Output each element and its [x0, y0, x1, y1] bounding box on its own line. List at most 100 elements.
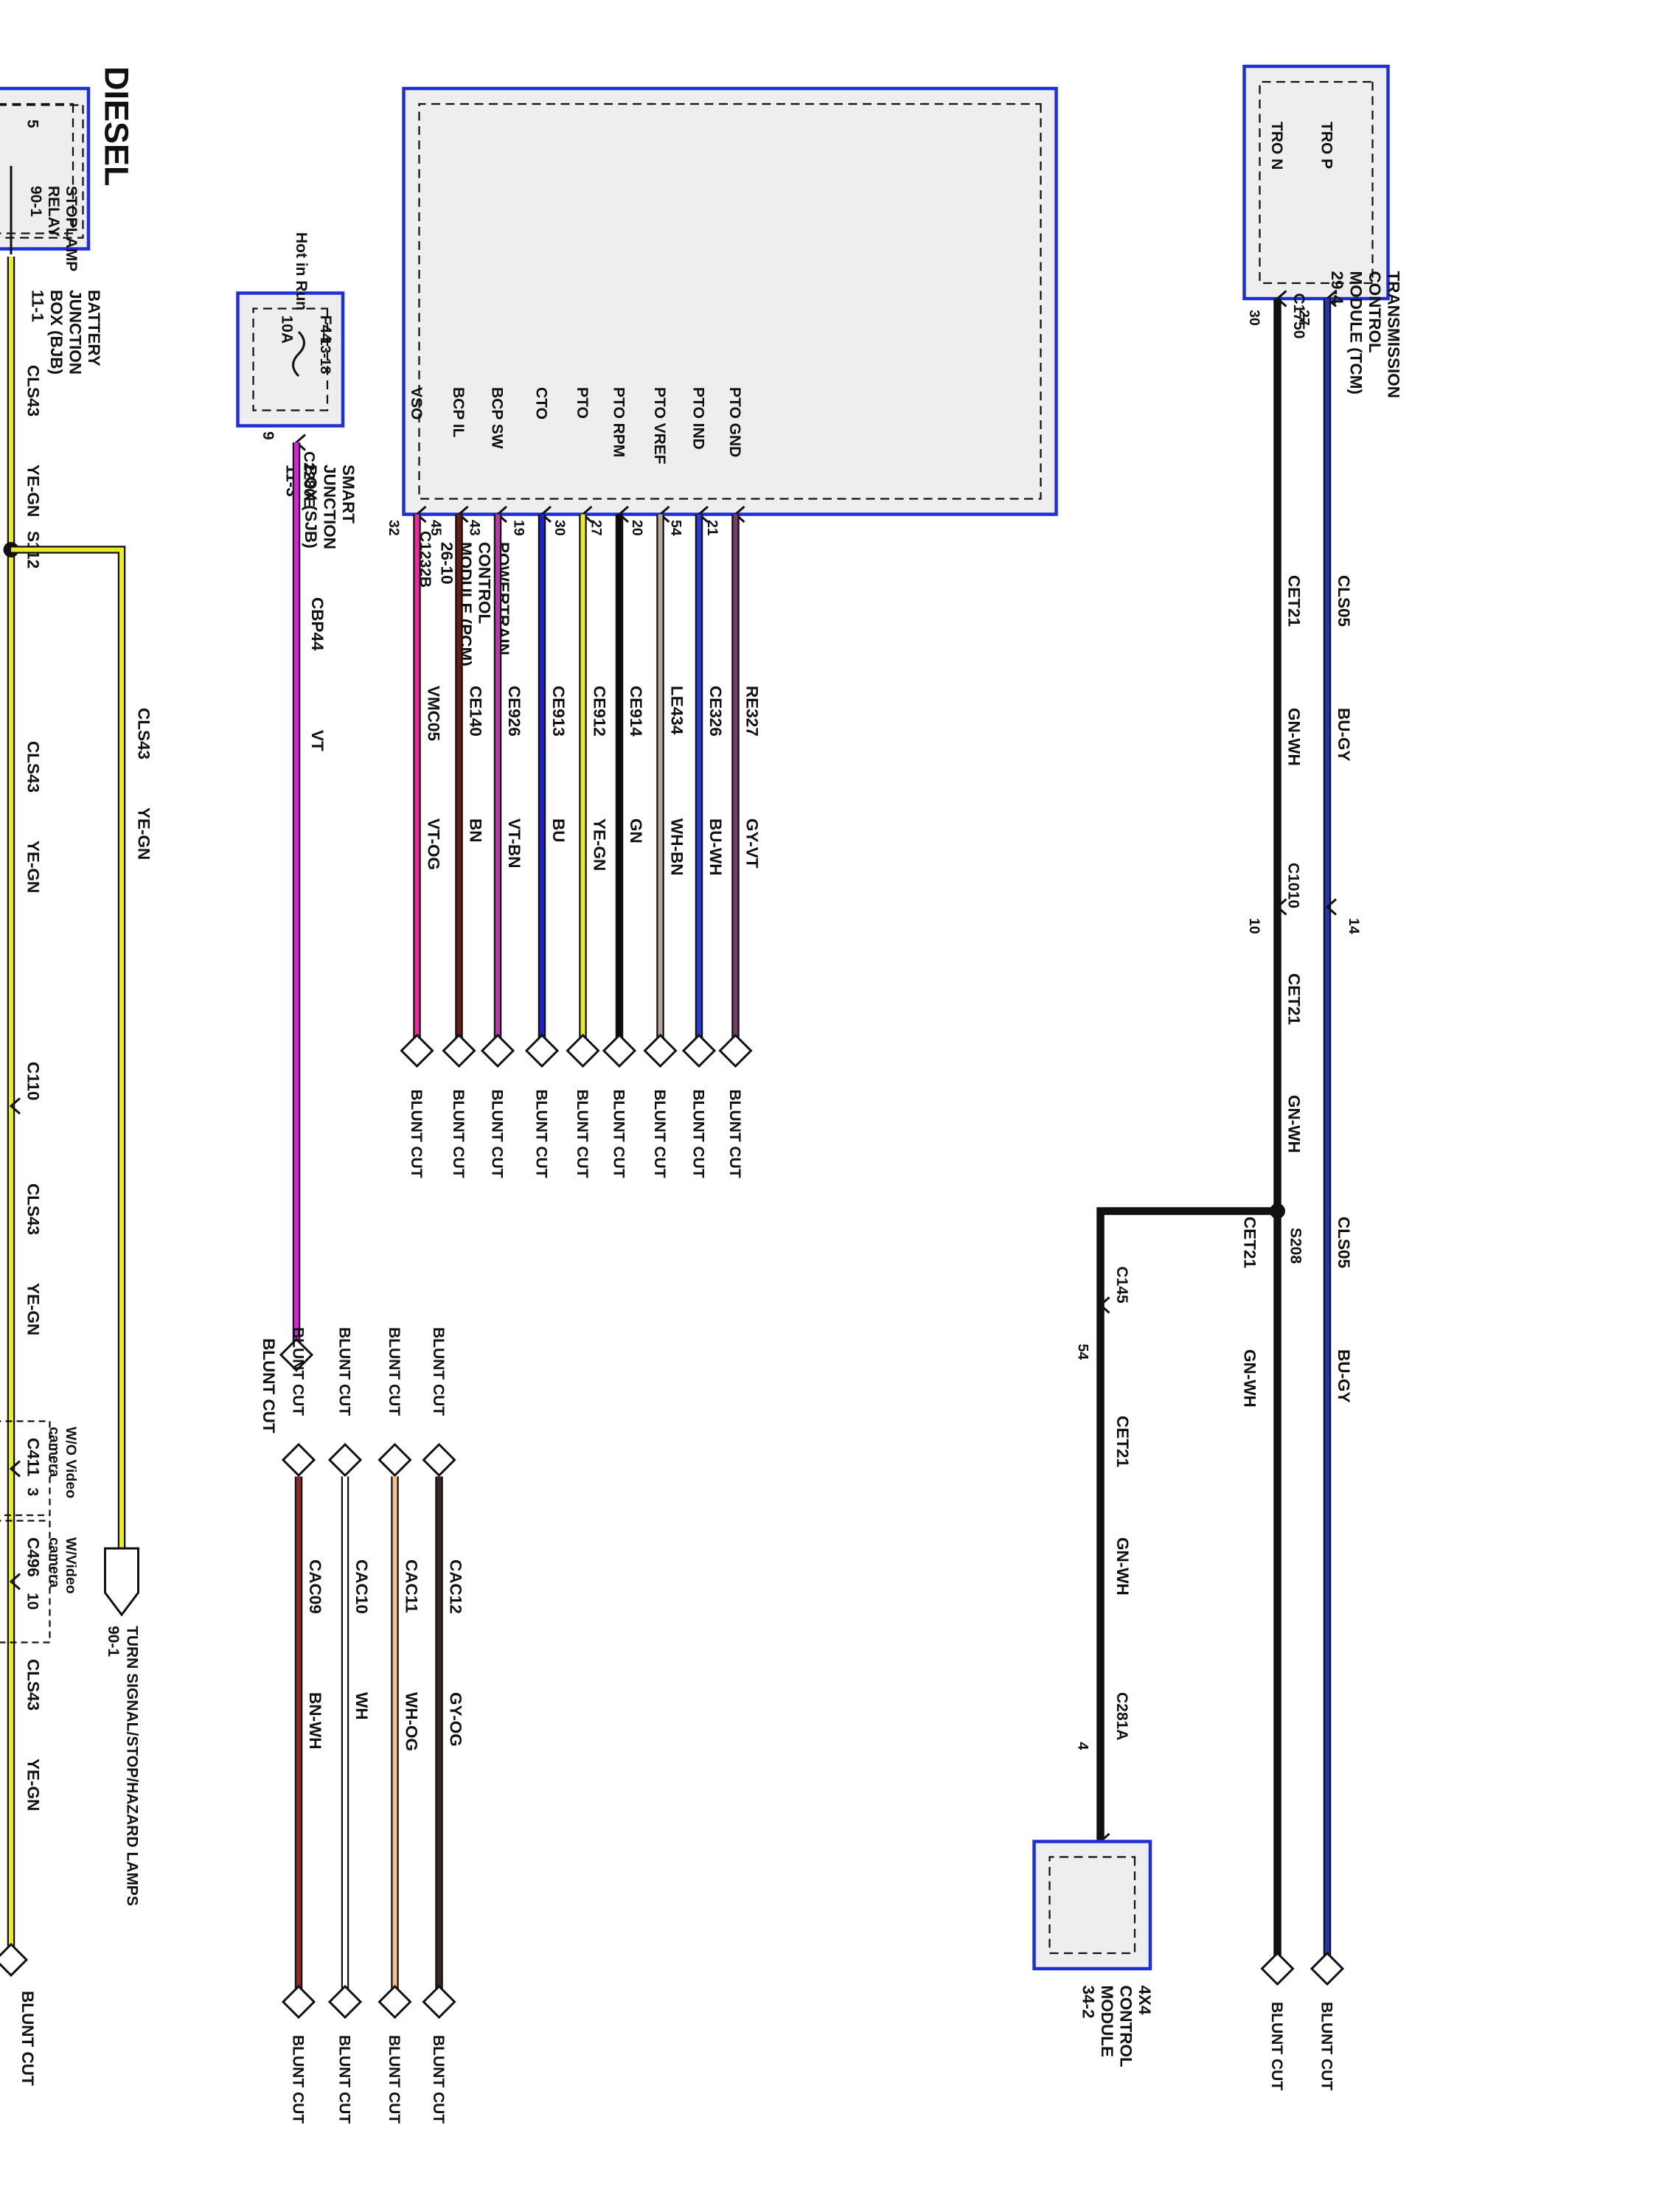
page-title: DIESEL — [97, 66, 135, 187]
cet21-color-label: GN-WH — [1285, 708, 1304, 766]
blunt-cut-a-diamond-cac11 — [378, 1442, 412, 1478]
circuit-label-le434: LE434 — [667, 686, 686, 735]
circuit-label-ce914: CE914 — [627, 686, 645, 737]
circuit-label-ce912: CE912 — [590, 686, 608, 737]
cls43-color-label-4: YE-GN — [24, 1759, 42, 1811]
pcm-pin-label-ce912: 30 — [552, 520, 568, 536]
stoplamp-relay-label-line: STOPLAMP — [63, 186, 80, 271]
cls05-color-label-2: BU-GY — [1335, 1349, 1353, 1403]
blunt-cut-ce326 — [681, 1033, 717, 1068]
c1010-pin-label-n: 10 — [1246, 918, 1262, 934]
color-label-cac12: GY-OG — [446, 1692, 465, 1747]
blunt-cut-ce914 — [602, 1033, 637, 1068]
tcm-pin-name-1: TRO P — [1318, 122, 1335, 169]
circuit-label-ce926: CE926 — [505, 686, 524, 737]
turn-signal-ref-label: 90-1 — [105, 1626, 122, 1657]
c411-note: W/O Video — [63, 1427, 79, 1498]
pcm-pin-label-ce914: 27 — [588, 520, 604, 536]
blunt-cut-label-ce140: BLUNT CUT — [450, 1090, 467, 1178]
circuit-label-cac10: CAC10 — [352, 1559, 371, 1614]
splice-s208-label: S208 — [1287, 1228, 1304, 1264]
x4-label-line: 4X4 — [1135, 1986, 1154, 2016]
c496-pin — [9, 1573, 21, 1590]
sjb-label-line: JUNCTION — [320, 465, 338, 549]
blunt-cut-label-re327: BLUNT CUT — [726, 1090, 743, 1178]
pcm-pin-label-le434: 20 — [629, 520, 645, 536]
blunt-cut-ce912 — [566, 1033, 600, 1068]
pcm-pin-label-vmc05: 32 — [386, 520, 402, 536]
c411-option-box — [0, 1420, 51, 1517]
cet21-color-label-2: GN-WH — [1285, 1095, 1304, 1153]
cet21-color-label-4: GN-WH — [1241, 1349, 1259, 1408]
fuse-rating-label: 10A — [278, 316, 295, 344]
sjb-label-line: SMART — [339, 465, 358, 524]
blunt-cut-vmc05 — [400, 1033, 434, 1068]
pcm-label-line: 26-10 — [437, 542, 456, 585]
sjb-label-line: BOX (SJB) — [302, 465, 320, 549]
cls05-blunt-cut-label: BLUNT CUT — [1318, 2002, 1335, 2090]
c1010-label: C1010 — [1285, 863, 1302, 908]
x4-label-line: 34-2 — [1079, 1986, 1098, 2019]
color-label-re327: GY-VT — [742, 818, 761, 869]
pcm-signal-ce926: BCP SW — [488, 387, 505, 449]
cet21-circuit-label: CET21 — [1285, 575, 1304, 627]
blunt-cut-a-diamond-cac10 — [327, 1442, 363, 1478]
tcm-label-line: TRANSMISSION — [1385, 271, 1403, 399]
blunt-cut-label-ce926: BLUNT CUT — [488, 1090, 505, 1178]
blunt-cut-b-diamond-cac11 — [378, 1984, 412, 2020]
sjb-box — [236, 291, 345, 428]
circuit-label-re327: RE327 — [742, 686, 761, 737]
pcm-pin-label-re327: 21 — [704, 520, 720, 536]
stoplamp-relay — [0, 104, 84, 239]
color-label-ce926: VT-BN — [505, 818, 524, 869]
turn-signal-label: TURN SIGNAL/STOP/HAZARD LAMPS — [123, 1626, 140, 1906]
color-label-ce326: BU-WH — [706, 818, 725, 875]
c496-note: W/Video — [63, 1537, 79, 1594]
blunt-cut-b-cac12: BLUNT CUT — [430, 2035, 447, 2124]
bjb-label-line: JUNCTION — [66, 290, 84, 375]
c496-option-box — [0, 1520, 51, 1644]
turn-signal-connector — [104, 1547, 139, 1617]
c496-pin-label: 10 — [24, 1593, 41, 1610]
blunt-cut-b-cac09: BLUNT CUT — [289, 2035, 306, 2124]
cls43-branch-color-label: YE-GN — [134, 807, 153, 860]
pcm-signal-ce913: CTO — [533, 387, 550, 420]
cbp44-circuit-label: CBP44 — [308, 597, 327, 651]
pcm-signal-re327: PTO GND — [726, 387, 743, 457]
x4-control-module-box — [1032, 1840, 1152, 1971]
cbp44-blunt-cut — [279, 1338, 314, 1372]
c1010-pin-label-p: 14 — [1346, 918, 1362, 934]
fuse-f44-label: F44 — [317, 316, 334, 343]
cls05-circuit-label: CLS05 — [1335, 575, 1353, 627]
stoplamp-relay-label-line: RELAY — [45, 186, 62, 237]
pcm-label-line: CONTROL — [475, 542, 493, 624]
c145-pin-label: 54 — [1075, 1344, 1091, 1360]
pcm-signal-vmc05: VSO — [408, 387, 425, 420]
blunt-cut-a-cac12: BLUNT CUT — [430, 1327, 447, 1416]
c110-label: C110 — [24, 1062, 42, 1101]
hot-in-run-label: Hot in Run — [293, 232, 310, 310]
circuit-label-vmc05: VMC05 — [424, 686, 442, 741]
blunt-cut-le434 — [643, 1033, 678, 1068]
circuit-label-cac12: CAC12 — [446, 1559, 465, 1614]
blunt-cut-label-ce913: BLUNT CUT — [533, 1090, 550, 1178]
blunt-cut-label-ce326: BLUNT CUT — [690, 1090, 707, 1178]
color-label-ce914: GN — [627, 818, 645, 844]
x4-pin-label: 4 — [1075, 1742, 1091, 1750]
blunt-cut-b-cac10: BLUNT CUT — [335, 2035, 352, 2124]
blunt-cut-label-ce912: BLUNT CUT — [574, 1090, 591, 1178]
bjb-label-line: 11-1 — [28, 290, 46, 322]
cbp44-blunt-cut-label: BLUNT CUT — [260, 1338, 278, 1433]
c110-pin-label: 3 — [0, 1112, 2, 1121]
c145-label: C145 — [1113, 1267, 1130, 1304]
c281a-label: C281A — [1113, 1692, 1130, 1740]
c496-note-2: camera — [46, 1537, 62, 1587]
c496-label: C496 — [24, 1537, 42, 1577]
blunt-cut-b-diamond-cac12 — [422, 1984, 456, 2020]
cls05-blunt-cut — [1310, 1951, 1345, 1986]
tcm-pin-label-0: 30 — [1246, 310, 1262, 326]
cet21-branch-wire — [1096, 1207, 1278, 1842]
pcm-signal-ce912: PTO — [574, 387, 591, 419]
